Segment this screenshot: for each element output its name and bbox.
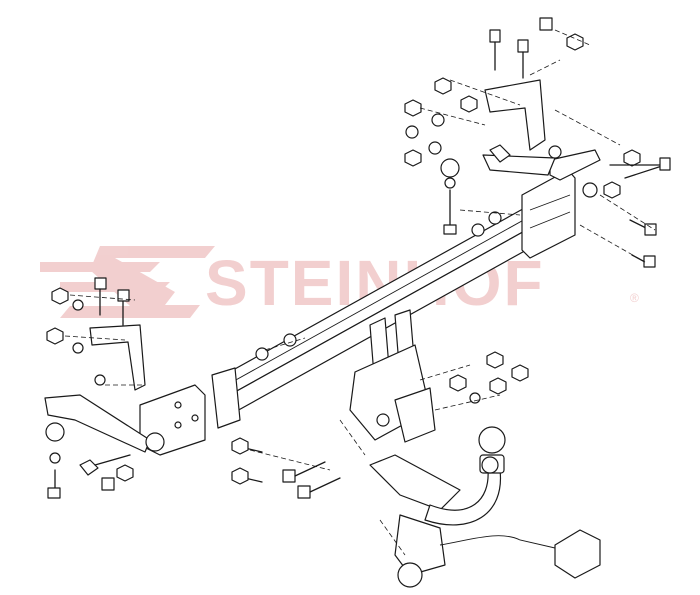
tow-ball-assembly	[369, 426, 506, 526]
registered-mark: ®	[630, 291, 639, 305]
left-mounting-bracket	[44, 324, 241, 456]
assembly-guide-lines	[64, 29, 656, 556]
electric-socket	[394, 514, 601, 588]
steinhof-logo-mark	[40, 246, 215, 318]
center-right-fasteners	[449, 351, 529, 404]
steinhof-watermark: STEINHOF ®	[40, 246, 639, 319]
center-tow-mount	[349, 309, 436, 443]
left-fasteners	[45, 277, 341, 499]
